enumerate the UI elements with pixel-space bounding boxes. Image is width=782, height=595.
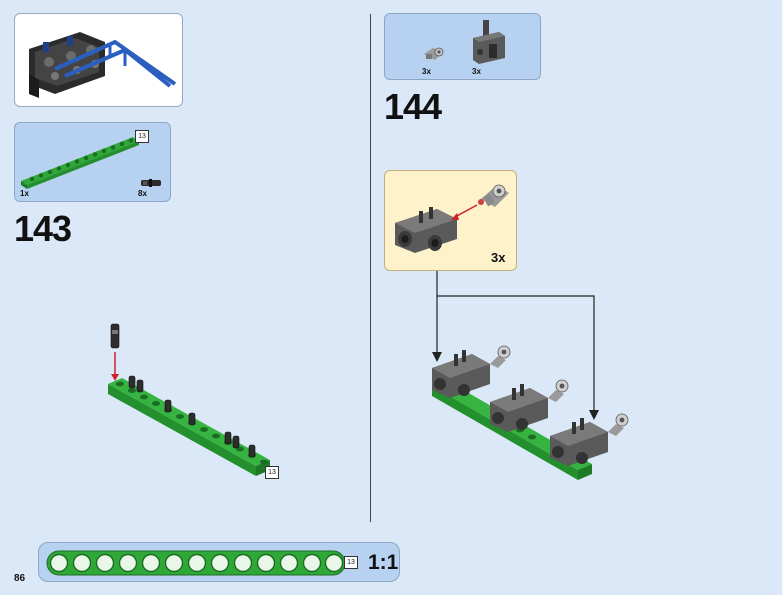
part-qty: 1x [20,189,29,198]
previous-result-panel [14,13,183,107]
page-number: 86 [14,573,26,584]
parts-panel-step-143: 1x 13 8x [14,122,171,202]
part-qty: 3x [472,67,481,76]
step-143-assembly [108,323,270,476]
part-qty: 3x [422,67,431,76]
grey-axle-connector-icon [424,47,444,60]
step-number: 143 [14,208,72,249]
green-liftarm-13-icon [46,550,346,576]
scale-bar-panel: 13 1:1 [38,542,400,582]
step-number: 144 [384,86,442,127]
sub-assembly-image [395,184,509,253]
parts-panel-step-144: 3x 3x [384,13,541,80]
sub-assembly-panel: 3x [384,170,517,271]
dark-grey-bracket-icon [473,20,505,64]
completed-assembly-image [29,32,177,98]
length-indicator: 13 [135,130,149,143]
black-pin-icon [141,179,161,187]
sub-assembly-qty: 3x [491,250,506,265]
green-liftarm-13-icon [21,137,139,189]
length-indicator: 13 [344,556,358,569]
step-144-assembly [432,345,629,480]
scale-label: 1:1 [368,551,399,574]
length-indicator: 13 [265,466,279,479]
column-divider [370,14,371,522]
part-qty: 8x [138,189,147,198]
